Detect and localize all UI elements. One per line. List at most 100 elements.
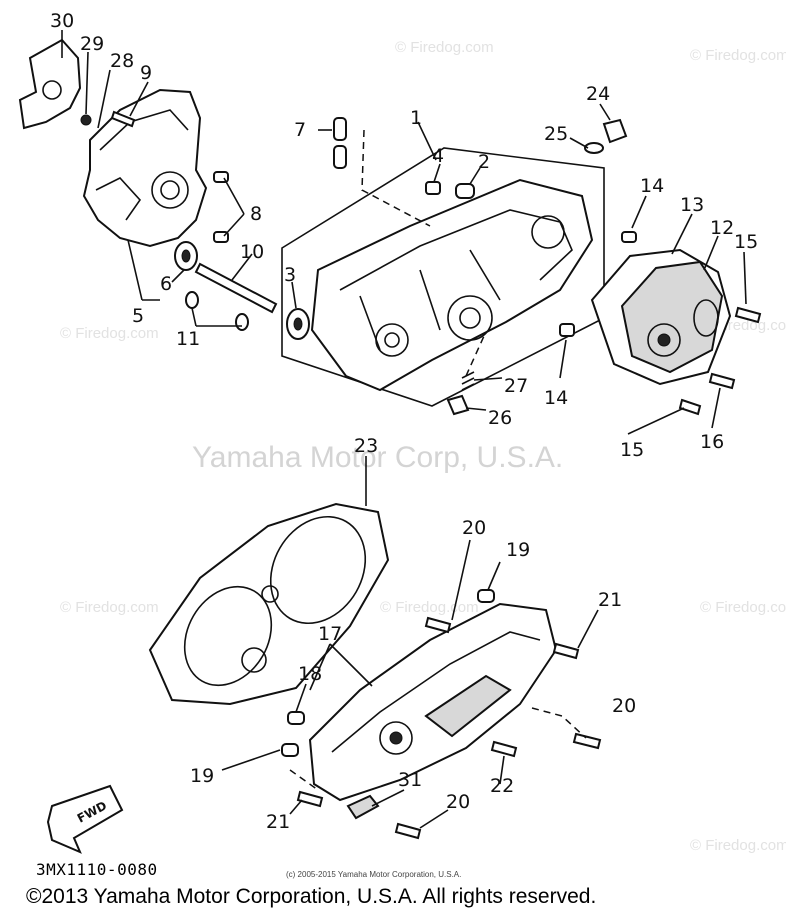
bolt-29 — [80, 114, 92, 126]
bolt-15 — [734, 306, 762, 324]
gasket-bore — [183, 585, 273, 687]
fwd-arrow-icon — [46, 784, 124, 854]
callout-17: 17 — [318, 623, 342, 645]
cover-bore — [379, 721, 413, 755]
callout-10: 10 — [240, 241, 264, 263]
gasket-hole — [261, 585, 279, 603]
callout-8: 8 — [250, 203, 262, 225]
callout-18: 18 — [298, 663, 322, 685]
callout-24: 24 — [586, 83, 610, 105]
dowel-7 — [333, 117, 347, 141]
site-watermark: © Firedog.com — [690, 47, 786, 64]
bolt-20 — [424, 616, 452, 634]
callouts: 30 29 28 9 8 10 6 5 11 7 1 4 2 3 25 24 2… — [50, 10, 758, 833]
dowel-14 — [559, 323, 575, 337]
callout-30: 30 — [50, 10, 74, 32]
case-bore-inner — [459, 307, 481, 329]
site-watermark: © Firedog.com — [380, 599, 479, 616]
site-watermark: © Firedog.com — [700, 599, 786, 616]
case-rib — [95, 177, 142, 221]
right-crankcase-assembly — [281, 117, 628, 416]
bolt-21 — [296, 790, 324, 808]
gasket-hole — [241, 647, 267, 673]
dowel-7 — [333, 145, 347, 169]
callout-21a: 21 — [598, 589, 622, 611]
callout-20a: 20 — [462, 517, 486, 539]
fitting-4 — [425, 181, 441, 195]
case-rib — [339, 209, 573, 291]
case-bore — [531, 215, 565, 249]
callout-7: 7 — [294, 119, 306, 141]
cover-bore — [693, 299, 719, 337]
clip-31 — [346, 794, 380, 820]
bearing-6-core — [181, 249, 191, 263]
callout-6: 6 — [160, 273, 172, 295]
crankcase-cover-assembly — [559, 231, 762, 416]
ring-11 — [235, 313, 249, 331]
cover-bore — [647, 323, 681, 357]
callout-23: 23 — [354, 435, 378, 457]
site-watermark: © Firedog.com — [690, 837, 786, 854]
callout-28: 28 — [110, 50, 134, 72]
bolt-22 — [490, 740, 518, 758]
site-watermark: © Firedog.com — [60, 325, 159, 342]
callout-11: 11 — [176, 328, 200, 350]
transmission-cover-assembly — [148, 502, 602, 840]
plug-24 — [602, 118, 628, 144]
callout-16: 16 — [700, 431, 724, 453]
dowel-19 — [477, 589, 495, 603]
callout-29: 29 — [80, 33, 104, 55]
callout-13: 13 — [680, 194, 704, 216]
case-bore — [447, 295, 493, 341]
center-watermark: Yamaha Motor Corp, U.S.A. — [192, 441, 563, 474]
leaders-right — [559, 195, 747, 435]
watermarks: © Firedog.com © Firedog.com © Firedog.co… — [60, 39, 786, 854]
callout-26: 26 — [488, 407, 512, 429]
bolt-20 — [394, 822, 422, 840]
leaders-bottom — [221, 456, 599, 829]
callout-14b: 14 — [544, 387, 568, 409]
callout-1: 1 — [410, 107, 422, 129]
small-copyright: (c) 2005-2015 Yamaha Motor Corporation, … — [286, 870, 462, 879]
callout-20b: 20 — [612, 695, 636, 717]
callout-22: 22 — [490, 775, 514, 797]
bolt-16 — [708, 372, 736, 390]
bolt-15 — [678, 398, 702, 416]
callout-19b: 19 — [190, 765, 214, 787]
callout-14a: 14 — [640, 175, 664, 197]
callout-5: 5 — [132, 305, 144, 327]
cover-bore-core — [389, 731, 403, 745]
diagram-code: 3MX1110-0080 — [36, 860, 158, 879]
crankcase-left-5 — [82, 88, 208, 248]
left-crankcase-assembly — [18, 38, 278, 331]
bolt-20 — [572, 732, 602, 750]
callout-15b: 15 — [620, 439, 644, 461]
cover-rib — [331, 631, 541, 753]
ring-11 — [185, 291, 199, 309]
callout-2: 2 — [478, 151, 490, 173]
crankcase-right-1 — [310, 178, 594, 392]
fwd-arrow: FWD — [46, 784, 124, 854]
leaders-left — [61, 30, 253, 327]
leaders-center — [291, 103, 611, 411]
callout-4: 4 — [432, 145, 444, 167]
callout-15a: 15 — [734, 231, 758, 253]
plate-30 — [18, 38, 82, 130]
case-rib — [99, 109, 189, 151]
callout-25: 25 — [544, 123, 568, 145]
cover-17 — [308, 602, 558, 802]
dowel-14 — [621, 231, 637, 243]
dowel-19 — [281, 743, 299, 757]
callout-27: 27 — [504, 375, 528, 397]
bearing-3-core — [293, 317, 303, 331]
collar-2 — [455, 183, 475, 199]
callout-20c: 20 — [446, 791, 470, 813]
cover-bore-core — [657, 333, 671, 347]
dowel-18 — [287, 711, 305, 725]
case-bore-inner — [160, 180, 180, 200]
spring-27 — [461, 371, 475, 391]
bolt-21 — [552, 642, 580, 660]
callout-21b: 21 — [266, 811, 290, 833]
callout-3: 3 — [284, 264, 296, 286]
